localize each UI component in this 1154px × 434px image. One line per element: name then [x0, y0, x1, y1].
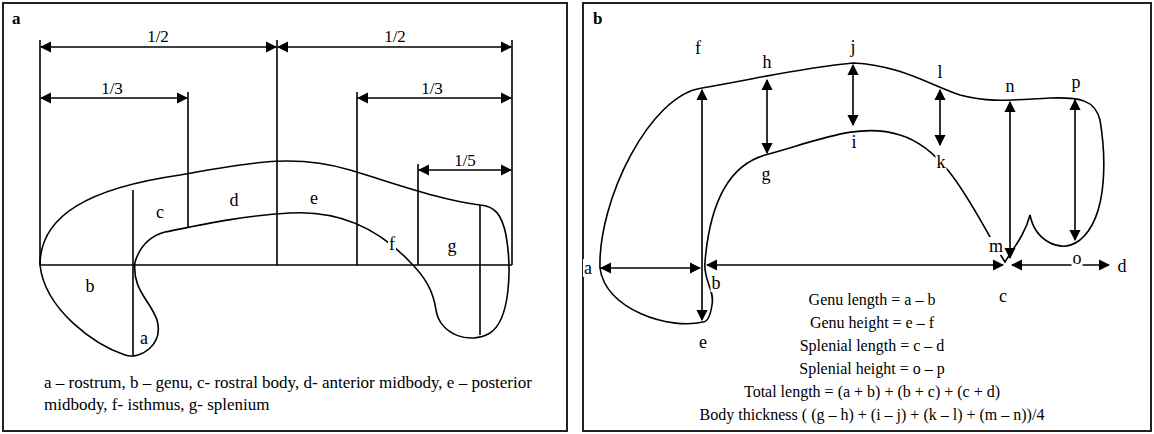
formula-text: Body thickness ( (g – h) + (i – j) + (k …: [700, 405, 1045, 426]
point-letter: e: [309, 189, 319, 207]
point-letter: f: [388, 235, 396, 253]
figure-panel: a a – rostrum, b – genu, c- rostral body,…: [2, 2, 568, 432]
point-letter: c: [155, 203, 165, 221]
baseline: [40, 264, 512, 266]
callosum-outline: [600, 63, 1104, 324]
division-line: [187, 92, 189, 228]
measure-arrow: [852, 65, 854, 125]
point-letter: b: [711, 274, 722, 292]
measure-arrow: [766, 80, 768, 153]
division-line: [479, 205, 481, 335]
measure-arrow: [939, 90, 941, 145]
point-letter: c: [998, 287, 1008, 305]
point-letter: n: [1005, 77, 1016, 95]
dimension-arrow: [358, 97, 511, 99]
formula-text: Splenial height = o – p: [799, 359, 944, 380]
point-letter: i: [850, 133, 857, 151]
formula-text: Splenial length = c – d: [800, 336, 945, 357]
figure-panel: bGenu length = a – bGenu height = e – fS…: [582, 2, 1152, 432]
dimension-arrow: [41, 46, 276, 48]
dimension-arrow: [278, 46, 511, 48]
point-letter: a: [583, 259, 593, 277]
fraction-label: 1/2: [383, 28, 407, 45]
point-letter: g: [447, 237, 458, 255]
fraction-label: 1/3: [420, 80, 444, 97]
dimension-arrow: [41, 97, 187, 99]
point-letter: f: [694, 39, 702, 57]
formula-text: Total length = (a + b) + (b + c) + (c + …: [744, 382, 1000, 403]
point-letter: h: [762, 53, 773, 71]
panel-letter: a: [12, 8, 21, 30]
measure-arrow: [701, 90, 703, 320]
point-letter: g: [761, 165, 772, 183]
fraction-label: 1/5: [453, 152, 477, 169]
measure-arrow: [707, 264, 1003, 266]
point-letter: j: [849, 38, 856, 56]
panel-letter: b: [593, 8, 602, 30]
measure-arrow: [1009, 102, 1011, 258]
measure-arrow: [1074, 100, 1076, 240]
formula-text: Genu length = a – b: [809, 290, 936, 311]
division-line: [356, 92, 358, 265]
fraction-label: 1/2: [146, 28, 170, 45]
legend-caption: a – rostrum, b – genu, c- rostral body, …: [44, 372, 549, 416]
panel-a-drawing: [40, 40, 512, 356]
division-line: [132, 190, 134, 355]
division-line: [511, 40, 513, 265]
point-letter: a: [139, 329, 149, 347]
division-line: [276, 40, 278, 265]
point-letter: l: [936, 63, 943, 81]
point-letter: e: [698, 333, 708, 351]
point-letter: d: [229, 191, 240, 209]
measure-arrow: [601, 267, 700, 269]
division-line: [417, 164, 419, 265]
dimension-arrow: [419, 169, 511, 171]
point-letter: p: [1071, 73, 1082, 91]
point-letter: o: [1072, 249, 1083, 267]
formula-text: Genu height = e – f: [810, 313, 934, 334]
measure-arrow: [1012, 264, 1109, 266]
point-letter: k: [936, 153, 947, 171]
division-line: [39, 40, 41, 265]
point-letter: b: [85, 277, 96, 295]
point-letter: m: [988, 237, 1004, 255]
fraction-label: 1/3: [100, 80, 124, 97]
point-letter: d: [1117, 257, 1128, 275]
panel-b-drawing: [600, 63, 1109, 324]
callosum-outline: [40, 161, 509, 356]
